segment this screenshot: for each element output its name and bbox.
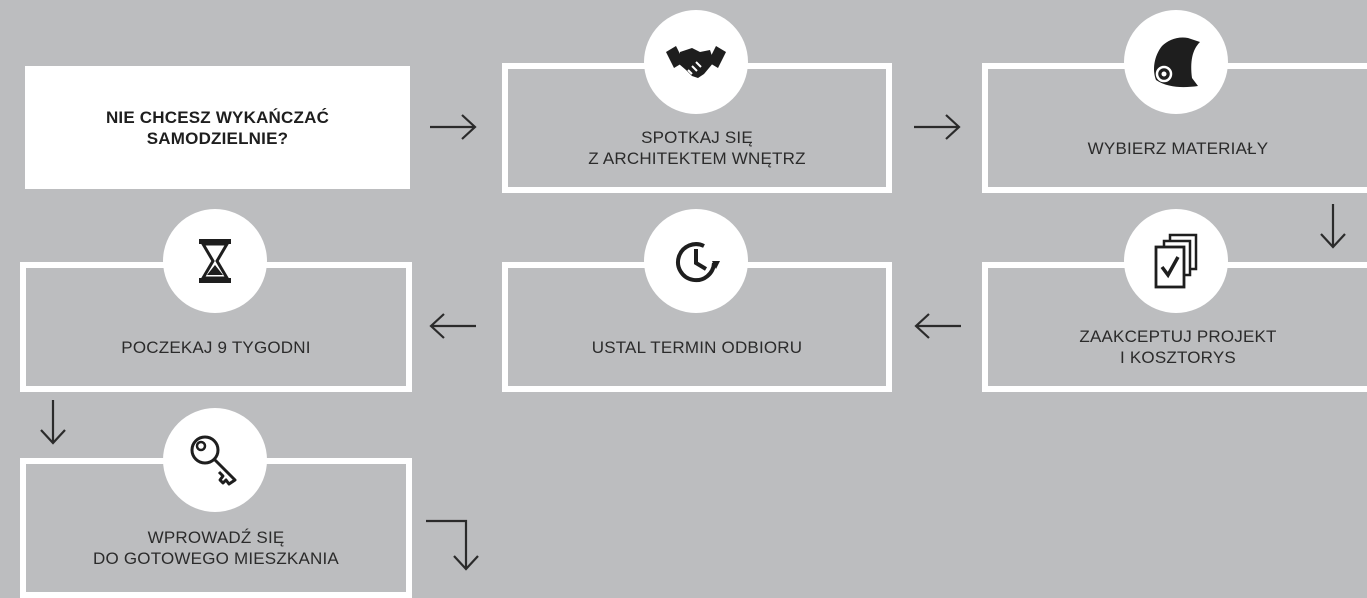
step-label: WYBIERZ MATERIAŁY xyxy=(1087,138,1269,158)
step-label: ZAAKCEPTUJ PROJEKT I KOSZTORYS xyxy=(1079,327,1277,367)
fabric-roll-icon xyxy=(1124,10,1228,114)
step-label: WPROWADŹ SIĘ DO GOTOWEGO MIESZKANIA xyxy=(93,528,339,568)
step-label: SPOTKAJ SIĘ Z ARCHITEKTEM WNĘTRZ xyxy=(588,128,806,168)
step-label: POCZEKAJ 9 TYGODNI xyxy=(121,337,311,357)
corner-arrow-down-icon xyxy=(424,518,484,574)
handshake-icon xyxy=(644,10,748,114)
intro-label: NIE CHCESZ WYKAŃCZAĆ SAMODZIELNIE? xyxy=(105,107,330,148)
hourglass-icon xyxy=(163,209,267,313)
clock-refresh-icon xyxy=(644,209,748,313)
step-label: USTAL TERMIN ODBIORU xyxy=(591,337,803,357)
arrow-down-icon xyxy=(1318,202,1348,250)
arrow-left-icon xyxy=(913,311,963,341)
intro-box: NIE CHCESZ WYKAŃCZAĆ SAMODZIELNIE? xyxy=(25,66,410,189)
arrow-down-icon xyxy=(38,398,68,446)
arrow-right-icon xyxy=(428,112,478,142)
arrow-left-icon xyxy=(428,311,478,341)
key-icon xyxy=(163,408,267,512)
arrow-right-icon xyxy=(912,112,962,142)
documents-check-icon xyxy=(1124,209,1228,313)
